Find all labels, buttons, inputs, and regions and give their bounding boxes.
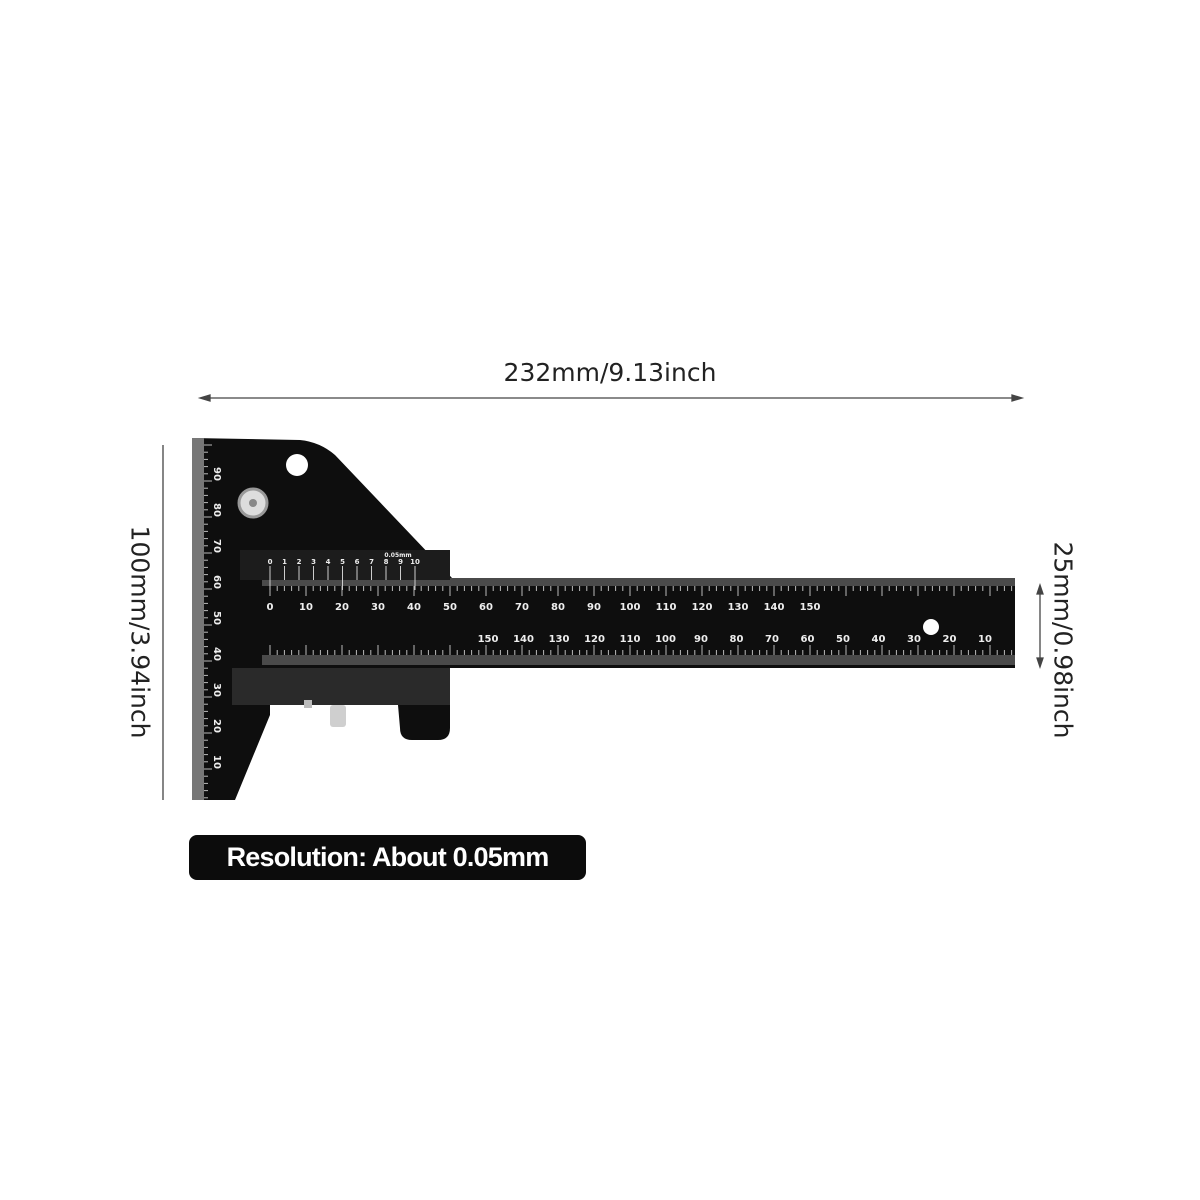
blade-hole	[923, 619, 939, 635]
bottom-scale-label: 130	[549, 634, 570, 645]
vertical-scale-label: 60	[211, 575, 222, 589]
top-scale-label: 60	[479, 602, 493, 613]
bottom-scale-label: 30	[907, 634, 921, 645]
top-scale-label: 150	[800, 602, 821, 613]
vernier-label: 8	[384, 558, 389, 566]
top-scale-label: 70	[515, 602, 529, 613]
arrow-left-icon	[197, 394, 211, 402]
vernier-label: 7	[369, 558, 374, 566]
length-dimension-label: 232mm/9.13inch	[503, 358, 717, 387]
top-scale-label: 130	[728, 602, 749, 613]
top-scale-label: 140	[764, 602, 785, 613]
bottom-scale-label: 90	[694, 634, 708, 645]
stock-edge	[192, 438, 204, 800]
top-scale-label: 10	[299, 602, 313, 613]
top-scale-label: 120	[692, 602, 713, 613]
vernier-label: 5	[340, 558, 345, 566]
bottom-scale-label: 110	[620, 634, 641, 645]
vernier-label: 2	[297, 558, 302, 566]
vernier-label: 3	[311, 558, 316, 566]
top-scale-label: 50	[443, 602, 457, 613]
vernier-label: 6	[355, 558, 360, 566]
blade-bottom-edge	[262, 655, 1015, 665]
top-scale-label: 110	[656, 602, 677, 613]
bottom-scale-label: 20	[943, 634, 957, 645]
bottom-scale-label: 150	[478, 634, 499, 645]
top-scale-label: 20	[335, 602, 349, 613]
top-scale-label: 90	[587, 602, 601, 613]
arrow-right-icon	[1011, 394, 1025, 402]
vertical-scale-label: 80	[211, 503, 222, 517]
bottom-scale-label: 50	[836, 634, 850, 645]
vertical-scale-label: 50	[211, 611, 222, 625]
vertical-scale-label: 90	[211, 467, 222, 481]
top-scale-label: 0	[267, 602, 274, 613]
top-scale-label: 100	[620, 602, 641, 613]
bottom-scale-label: 60	[801, 634, 815, 645]
vertical-scale-label: 40	[211, 647, 222, 661]
bottom-scale-label: 80	[730, 634, 744, 645]
top-scale-label: 40	[407, 602, 421, 613]
bottom-scale-label: 70	[765, 634, 779, 645]
bottom-scale-label: 100	[655, 634, 676, 645]
bottom-scale-label: 120	[584, 634, 605, 645]
top-scale-label: 30	[371, 602, 385, 613]
vertical-scale-label: 10	[211, 755, 222, 769]
vernier-label: 1	[282, 558, 287, 566]
vertical-scale-label: 30	[211, 683, 222, 697]
hanging-hole	[286, 454, 308, 476]
bottom-scale-label: 40	[872, 634, 886, 645]
bottom-scale-label: 10	[978, 634, 992, 645]
vernier-label: 4	[326, 558, 331, 566]
vernier-label: 10	[410, 558, 420, 566]
dimension-lines	[162, 394, 1044, 800]
top-scale-label: 80	[551, 602, 565, 613]
vernier-label: 9	[398, 558, 403, 566]
vertical-scale-label: 70	[211, 539, 222, 553]
thumb-screw	[330, 705, 346, 727]
vernier-label: 0	[268, 558, 273, 566]
ruler-head	[192, 438, 1015, 800]
resolution-badge: Resolution: About 0.05mm	[189, 835, 586, 880]
arrow-up-icon	[1036, 582, 1044, 595]
arrow-down-icon	[1036, 657, 1044, 670]
bottom-scale-label: 140	[513, 634, 534, 645]
vernier-unit-label: 0.05mm	[384, 552, 411, 559]
lower-band	[232, 668, 450, 705]
blade-top-edge	[262, 578, 1015, 586]
vertical-scale-label: 20	[211, 719, 222, 733]
